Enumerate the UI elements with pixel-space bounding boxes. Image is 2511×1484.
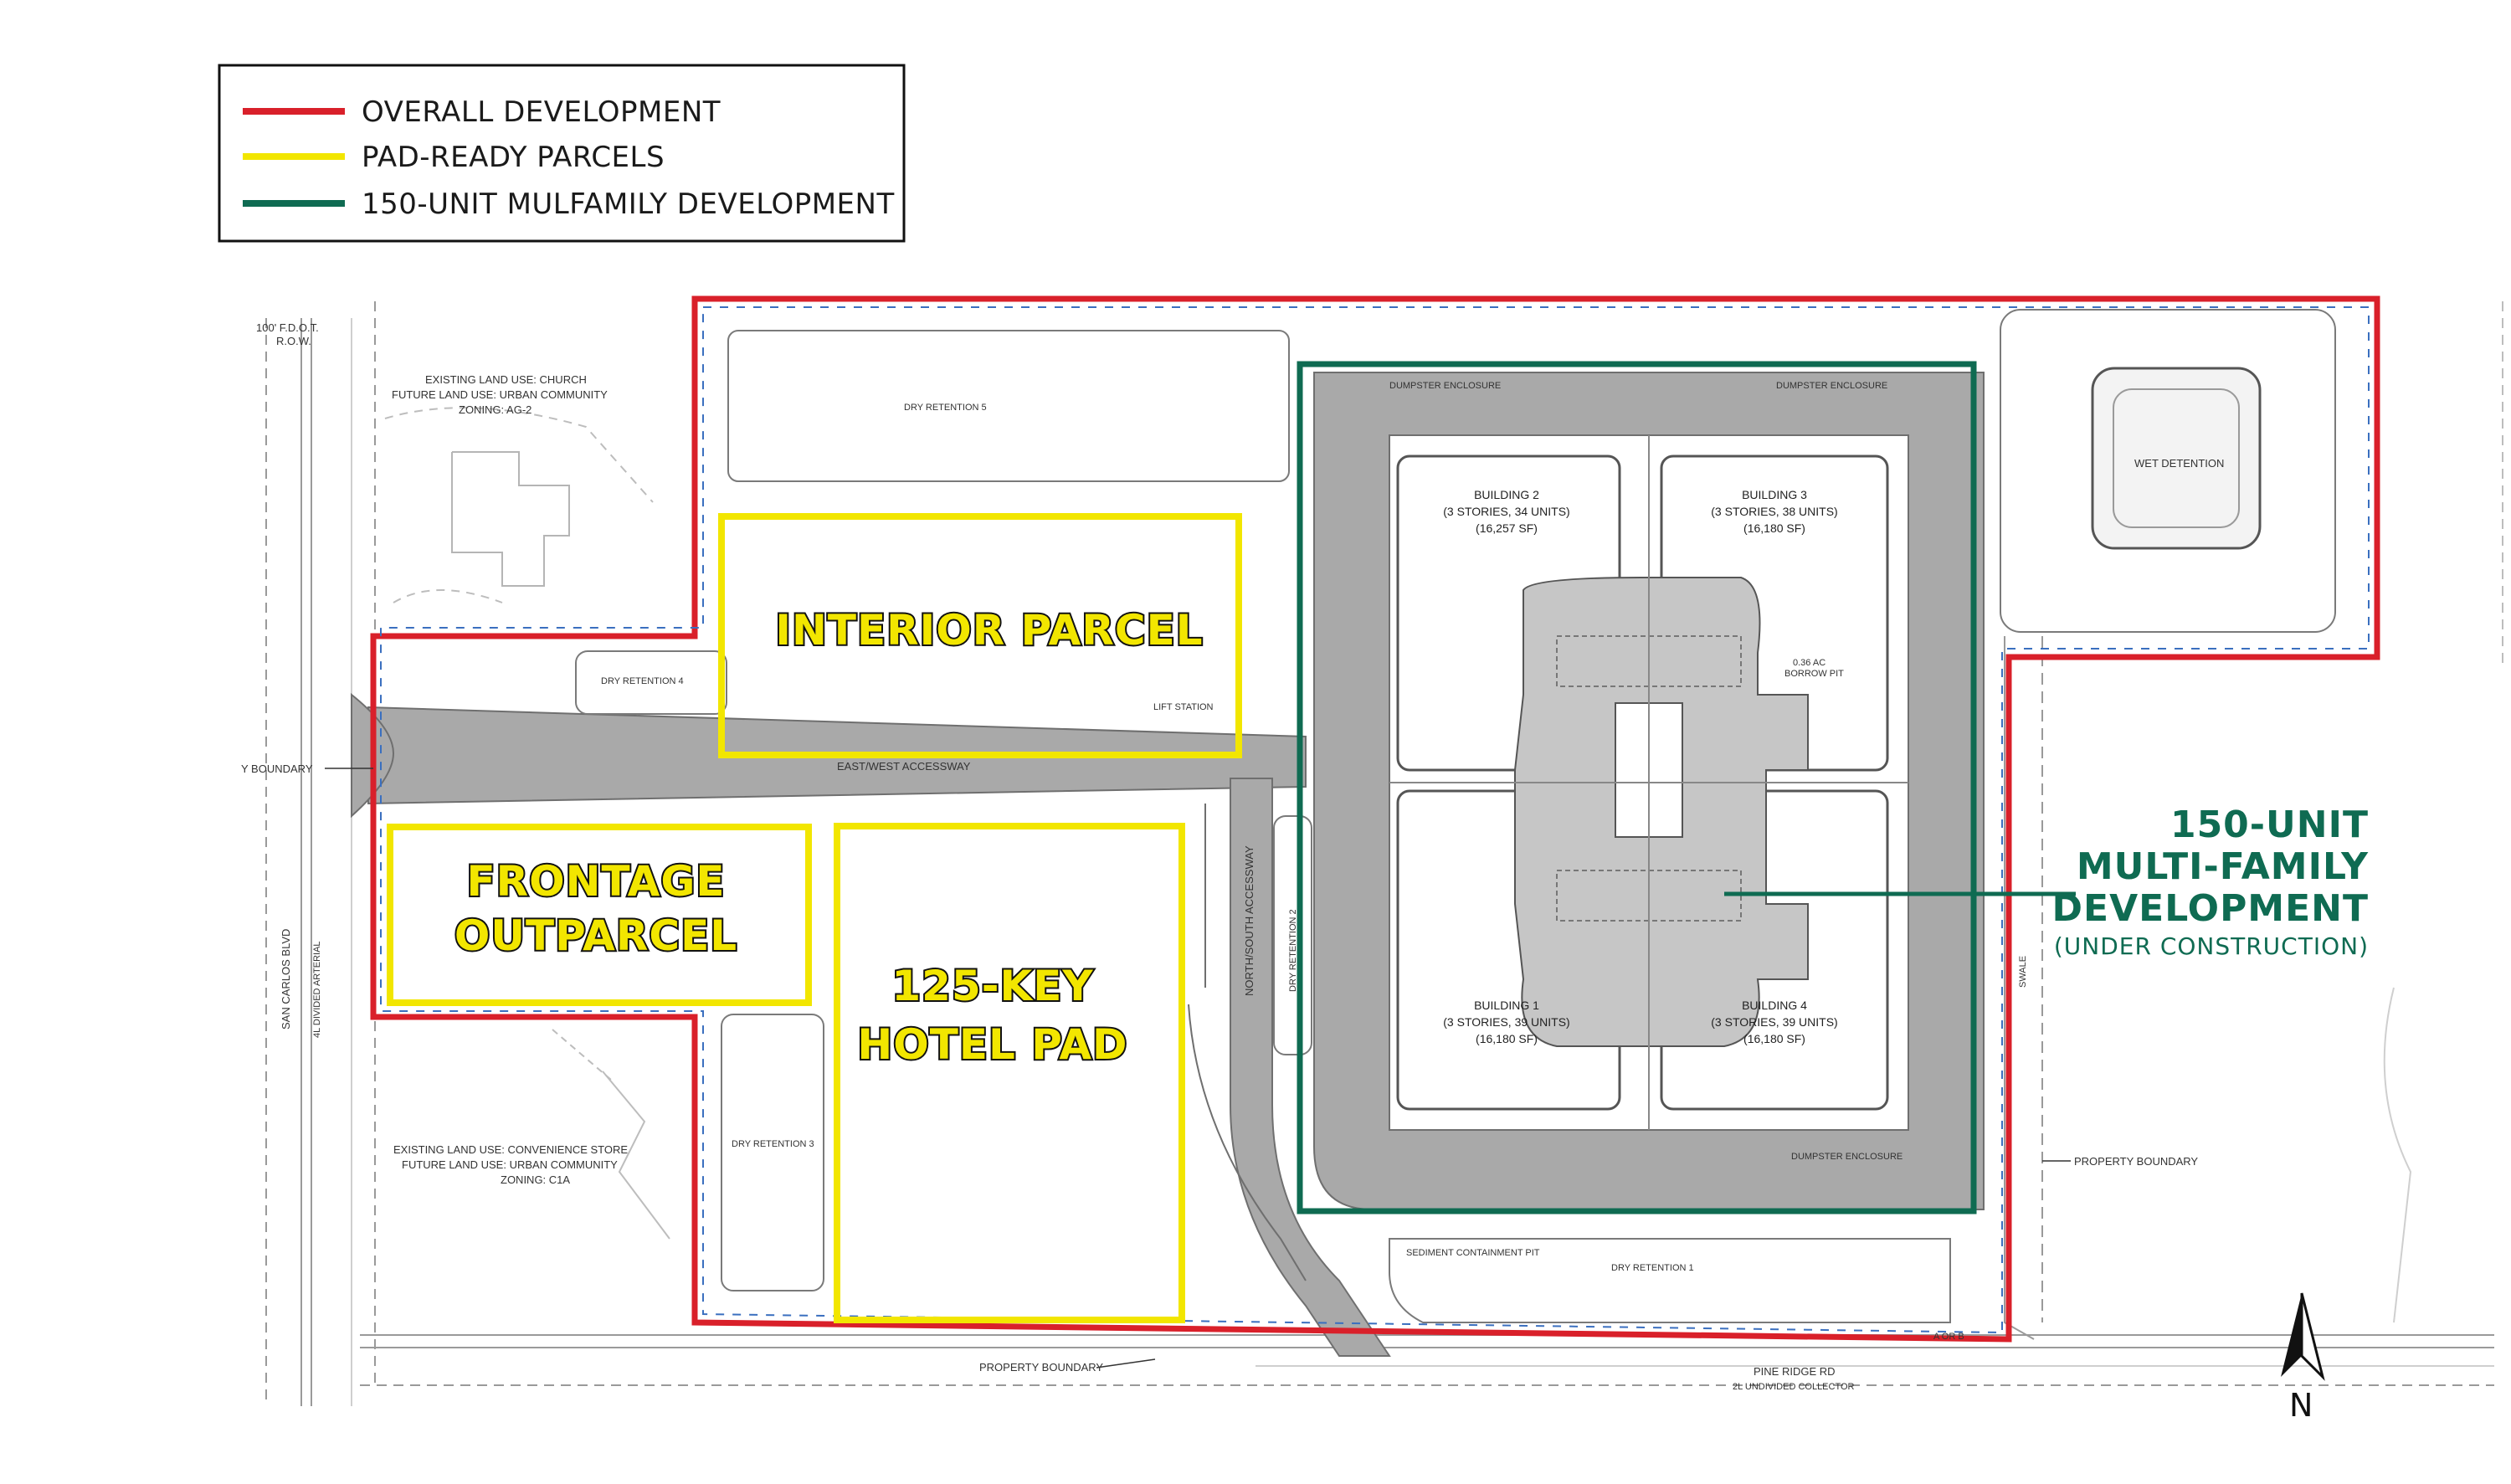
wet-detention-pond [2091,367,2262,550]
interior-parcel-label: INTERIOR PARCEL [775,606,1203,655]
pine-ridge-rd-sublabel: 2L UNDIVIDED COLLECTOR [1733,1382,1855,1392]
hotel-pad-label-2: HOTEL PAD [857,1020,1127,1069]
frontage-outparcel-label-2: OUTPARCEL [454,911,737,960]
retention-areas [575,309,2336,1323]
multifamily-callout-line-3: DEVELOPMENT [2052,887,2370,930]
north-arrow: N [2281,1292,2325,1424]
legend-label-overall: OVERALL DEVELOPMENT [362,95,721,129]
building-3-name: BUILDING 3 [1742,488,1807,501]
dry-retention-2-label: DRY RETENTION 2 [1288,909,1298,992]
dry-retention-1-area [1389,1238,1951,1323]
building-4-name: BUILDING 4 [1742,999,1807,1012]
san-carlos-blvd-sublabel: 4L DIVIDED ARTERIAL [312,941,322,1038]
multifamily-callout-status: (UNDER CONSTRUCTION) [2054,932,2369,960]
dumpster-enclosure-label-2: DUMPSTER ENCLOSURE [1776,381,1887,391]
parcel-labels: INTERIOR PARCEL FRONTAGE OUTPARCEL 125-K… [453,604,1204,1071]
dry-retention-3-area [721,1014,824,1291]
church-land-use: EXISTING LAND USE: CHURCH [425,373,587,386]
dry-retention-4-label: DRY RETENTION 4 [601,676,684,686]
dumpster-enclosure-label-1: DUMPSTER ENCLOSURE [1389,381,1501,391]
plan-labels: 100' F.D.O.T. R.O.W. EXISTING LAND USE: … [241,321,2224,1392]
overall-development-boundary [370,295,2380,1343]
a-or-b-label: A OR B [1933,1332,1964,1342]
building-labels: BUILDING 2 (3 STORIES, 34 UNITS) (16,257… [1443,488,1837,1045]
san-carlos-blvd-label: SAN CARLOS BLVD [280,929,292,1030]
church-future-land-use: FUTURE LAND USE: URBAN COMMUNITY [392,388,608,401]
dry-retention-3-label: DRY RETENTION 3 [732,1139,814,1149]
hotel-pad-boundary [834,823,1185,1323]
legend: OVERALL DEVELOPMENT PAD-READY PARCELS 15… [218,64,906,243]
hotel-pad-label-1: 125-KEY [891,962,1093,1010]
east-west-accessway-label: EAST/WEST ACCESSWAY [837,760,971,773]
building-3-desc: (3 STORIES, 38 UNITS) [1711,505,1837,518]
conv-store-zoning: ZONING: C1A [501,1173,570,1186]
multifamily-buildings [1389,435,1908,1130]
pine-ridge-rd-label: PINE RIDGE RD [1754,1365,1836,1378]
church-footprint [451,451,570,587]
sediment-pit-label: SEDIMENT CONTAINMENT PIT [1406,1248,1540,1258]
north-label: N [2289,1387,2313,1424]
dry-retention-5-area [727,330,1290,482]
legend-label-pad-ready: PAD-READY PARCELS [362,141,665,174]
building-4-area: (16,180 SF) [1743,1032,1805,1045]
bottom-boundary-label: PROPERTY BOUNDARY [979,1361,1103,1374]
church-zoning: ZONING: AG-2 [459,403,531,416]
building-1-desc: (3 STORIES, 39 UNITS) [1443,1015,1569,1029]
left-boundary-label: Y BOUNDARY [241,763,313,775]
building-2-desc: (3 STORIES, 34 UNITS) [1443,505,1569,518]
conv-store-land-use: EXISTING LAND USE: CONVENIENCE STORE [393,1143,628,1156]
lift-station-label: LIFT STATION [1153,702,1214,712]
borrow-pit-area: 0.36 AC [1793,658,1825,668]
borrow-pit-label: BORROW PIT [1784,669,1844,679]
multifamily-callout-line-1: 150-UNIT [2170,804,2369,846]
wet-detention-label: WET DETENTION [2134,457,2224,470]
swale-label: SWALE [2018,956,2028,988]
building-1-name: BUILDING 1 [1474,999,1539,1012]
dry-retention-5-label: DRY RETENTION 5 [904,403,987,413]
fdot-row-label-2: R.O.W. [276,335,311,347]
north-south-accessway [1230,778,1391,1357]
right-boundary-label: PROPERTY BOUNDARY [2074,1155,2198,1168]
frontage-outparcel-boundary [387,824,812,1006]
dry-retention-4-area [575,650,727,715]
building-4-desc: (3 STORIES, 39 UNITS) [1711,1015,1837,1029]
building-2-area: (16,257 SF) [1476,521,1538,535]
building-1-area: (16,180 SF) [1476,1032,1538,1045]
fdot-row-label-1: 100' F.D.O.T. [256,321,319,334]
multifamily-callout-line-2: MULTI-FAMILY [2077,845,2369,888]
frontage-outparcel-label-1: FRONTAGE [466,857,725,906]
building-3-area: (16,180 SF) [1743,521,1805,535]
multifamily-callout: 150-UNIT MULTI-FAMILY DEVELOPMENT (UNDER… [2052,804,2370,960]
north-south-accessway-label: NORTH/SOUTH ACCESSWAY [1243,845,1256,996]
legend-label-multifamily: 150-UNIT MULFAMILY DEVELOPMENT [362,187,895,221]
dumpster-enclosure-label-3: DUMPSTER ENCLOSURE [1791,1152,1903,1162]
north-arrow-icon [2281,1293,2302,1377]
multifamily-boundary [1297,361,1977,1214]
building-2-name: BUILDING 2 [1474,488,1539,501]
dry-retention-1-label: DRY RETENTION 1 [1611,1263,1694,1273]
boundaries [370,295,2380,1343]
interior-parcel-boundary [718,513,1242,758]
conv-store-future-land-use: FUTURE LAND USE: URBAN COMMUNITY [402,1158,618,1171]
